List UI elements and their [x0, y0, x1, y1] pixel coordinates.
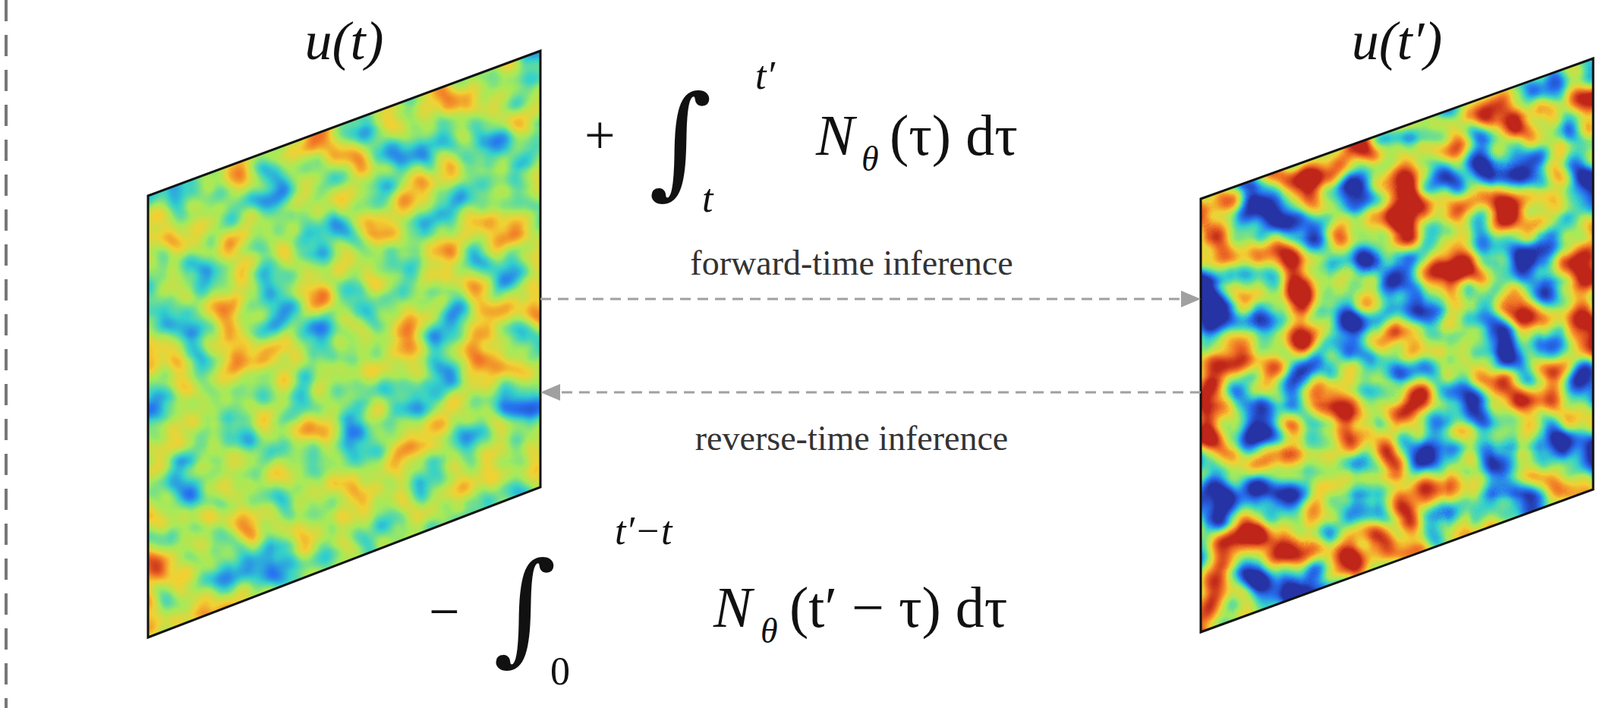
panel-title: u(t′) — [1200, 11, 1594, 72]
divider-line — [4, 0, 8, 708]
edge-label: reverse-time inference — [692, 419, 1012, 459]
formula-part: + — [584, 107, 616, 163]
field-image — [144, 45, 547, 646]
formula-part: t′−t — [614, 511, 672, 552]
formula-part: θ — [861, 141, 879, 177]
field-panel: u(t′) — [1200, 3, 1594, 638]
field-panel: u(t) — [148, 3, 541, 638]
formula-part: t′ — [755, 56, 775, 96]
formula-part: θ — [760, 614, 778, 649]
formula-part: N — [815, 106, 855, 164]
formula-part: N — [713, 578, 753, 637]
formula-part: t — [702, 179, 713, 219]
formula-part: ∫ — [493, 546, 557, 668]
formula-part: − — [428, 584, 460, 640]
edge-label: forward-time inference — [686, 244, 1016, 284]
formula-part: (t′ − τ) dτ — [789, 578, 1008, 637]
inference-arrow — [540, 384, 1201, 401]
formula-part: (τ) dτ — [889, 106, 1018, 164]
panel-outline — [1200, 58, 1594, 633]
formula-part: 0 — [550, 651, 571, 692]
field-image — [1195, 53, 1598, 638]
inference-arrow — [540, 290, 1201, 308]
panel-outline — [148, 50, 541, 638]
panel-title: u(t) — [148, 11, 541, 72]
